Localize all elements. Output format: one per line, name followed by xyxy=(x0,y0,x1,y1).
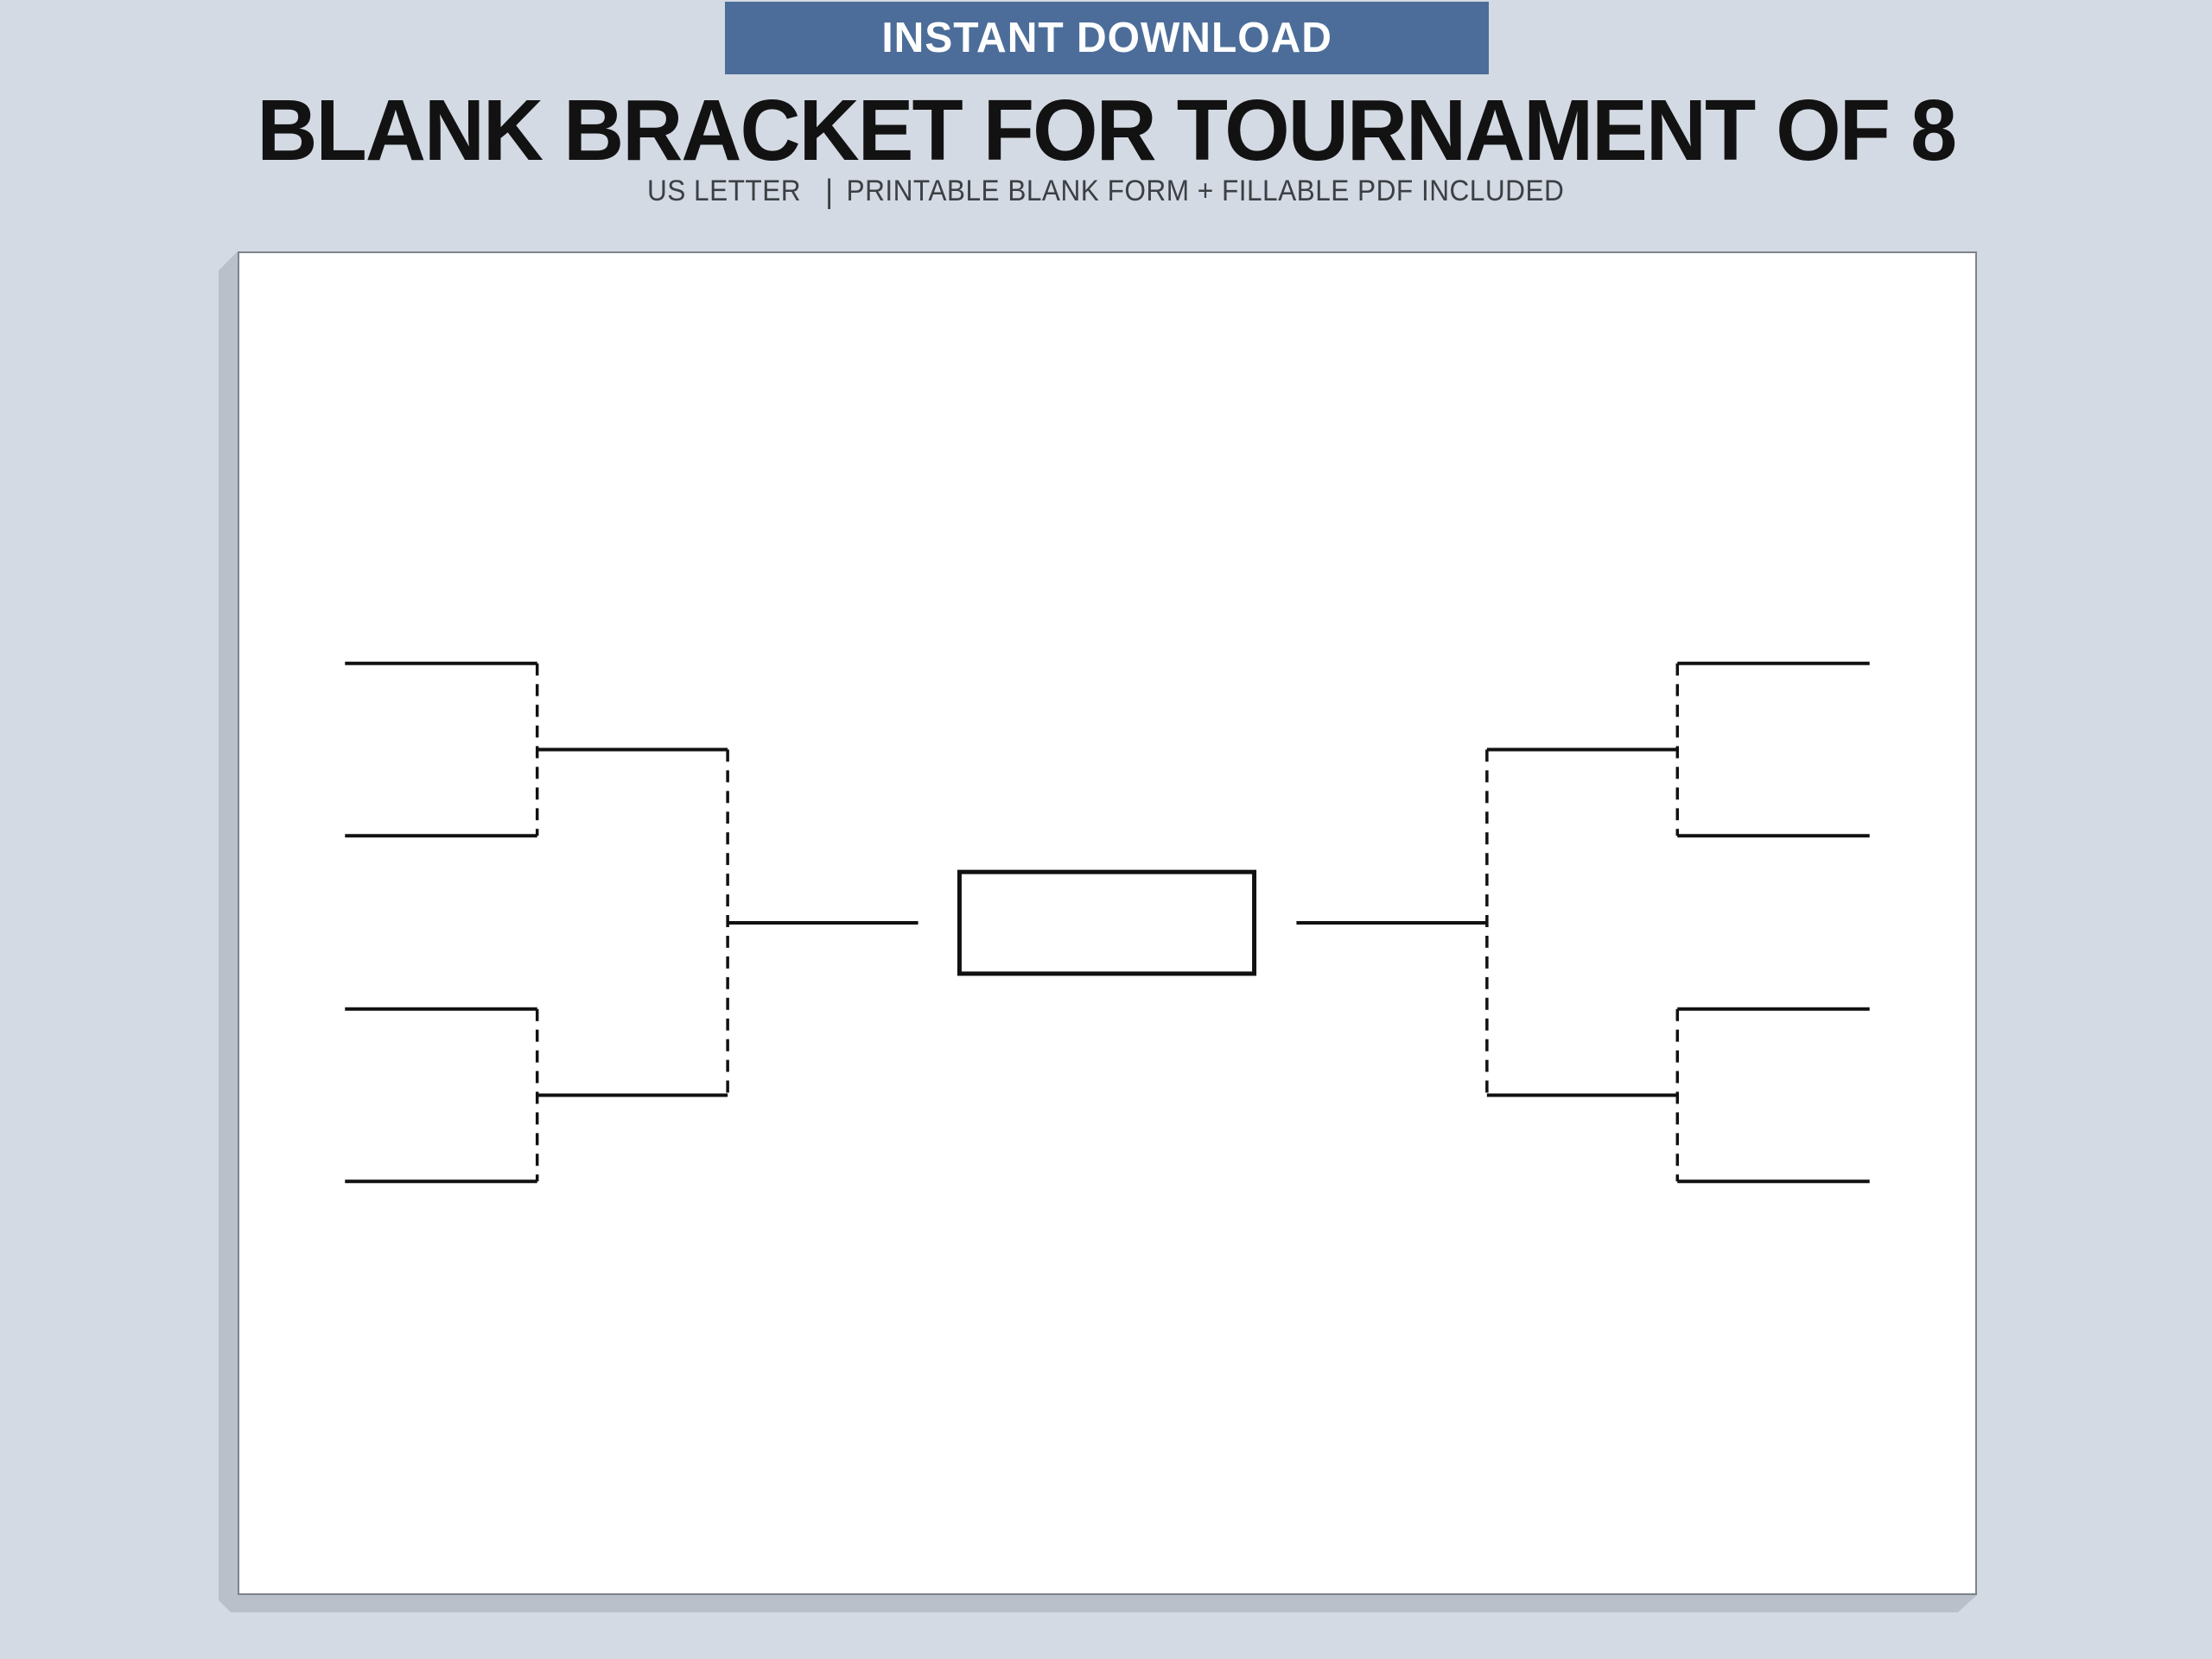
page-title-text: BLANK BRACKET FOR TOURNAMENT OF 8 xyxy=(257,82,1957,179)
subtitle: US LETTER | PRINTABLE BLANK FORM + FILLABL… xyxy=(0,171,2212,217)
instant-download-label: INSTANT DOWNLOAD xyxy=(881,15,1332,61)
instant-download-banner: INSTANT DOWNLOAD xyxy=(725,2,1489,74)
printable-sheet-mockup xyxy=(219,251,1977,1612)
subtitle-format: US LETTER xyxy=(647,175,802,207)
tournament-bracket-diagram xyxy=(345,661,1870,1184)
subtitle-description: PRINTABLE BLANK FORM + FILLABLE PDF INCL… xyxy=(846,175,1565,207)
page-title: BLANK BRACKET FOR TOURNAMENT OF 8 xyxy=(0,83,2212,198)
blank-bracket-sheet xyxy=(238,251,1977,1595)
final-champion-box xyxy=(957,869,1257,976)
subtitle-separator: | xyxy=(825,174,835,210)
